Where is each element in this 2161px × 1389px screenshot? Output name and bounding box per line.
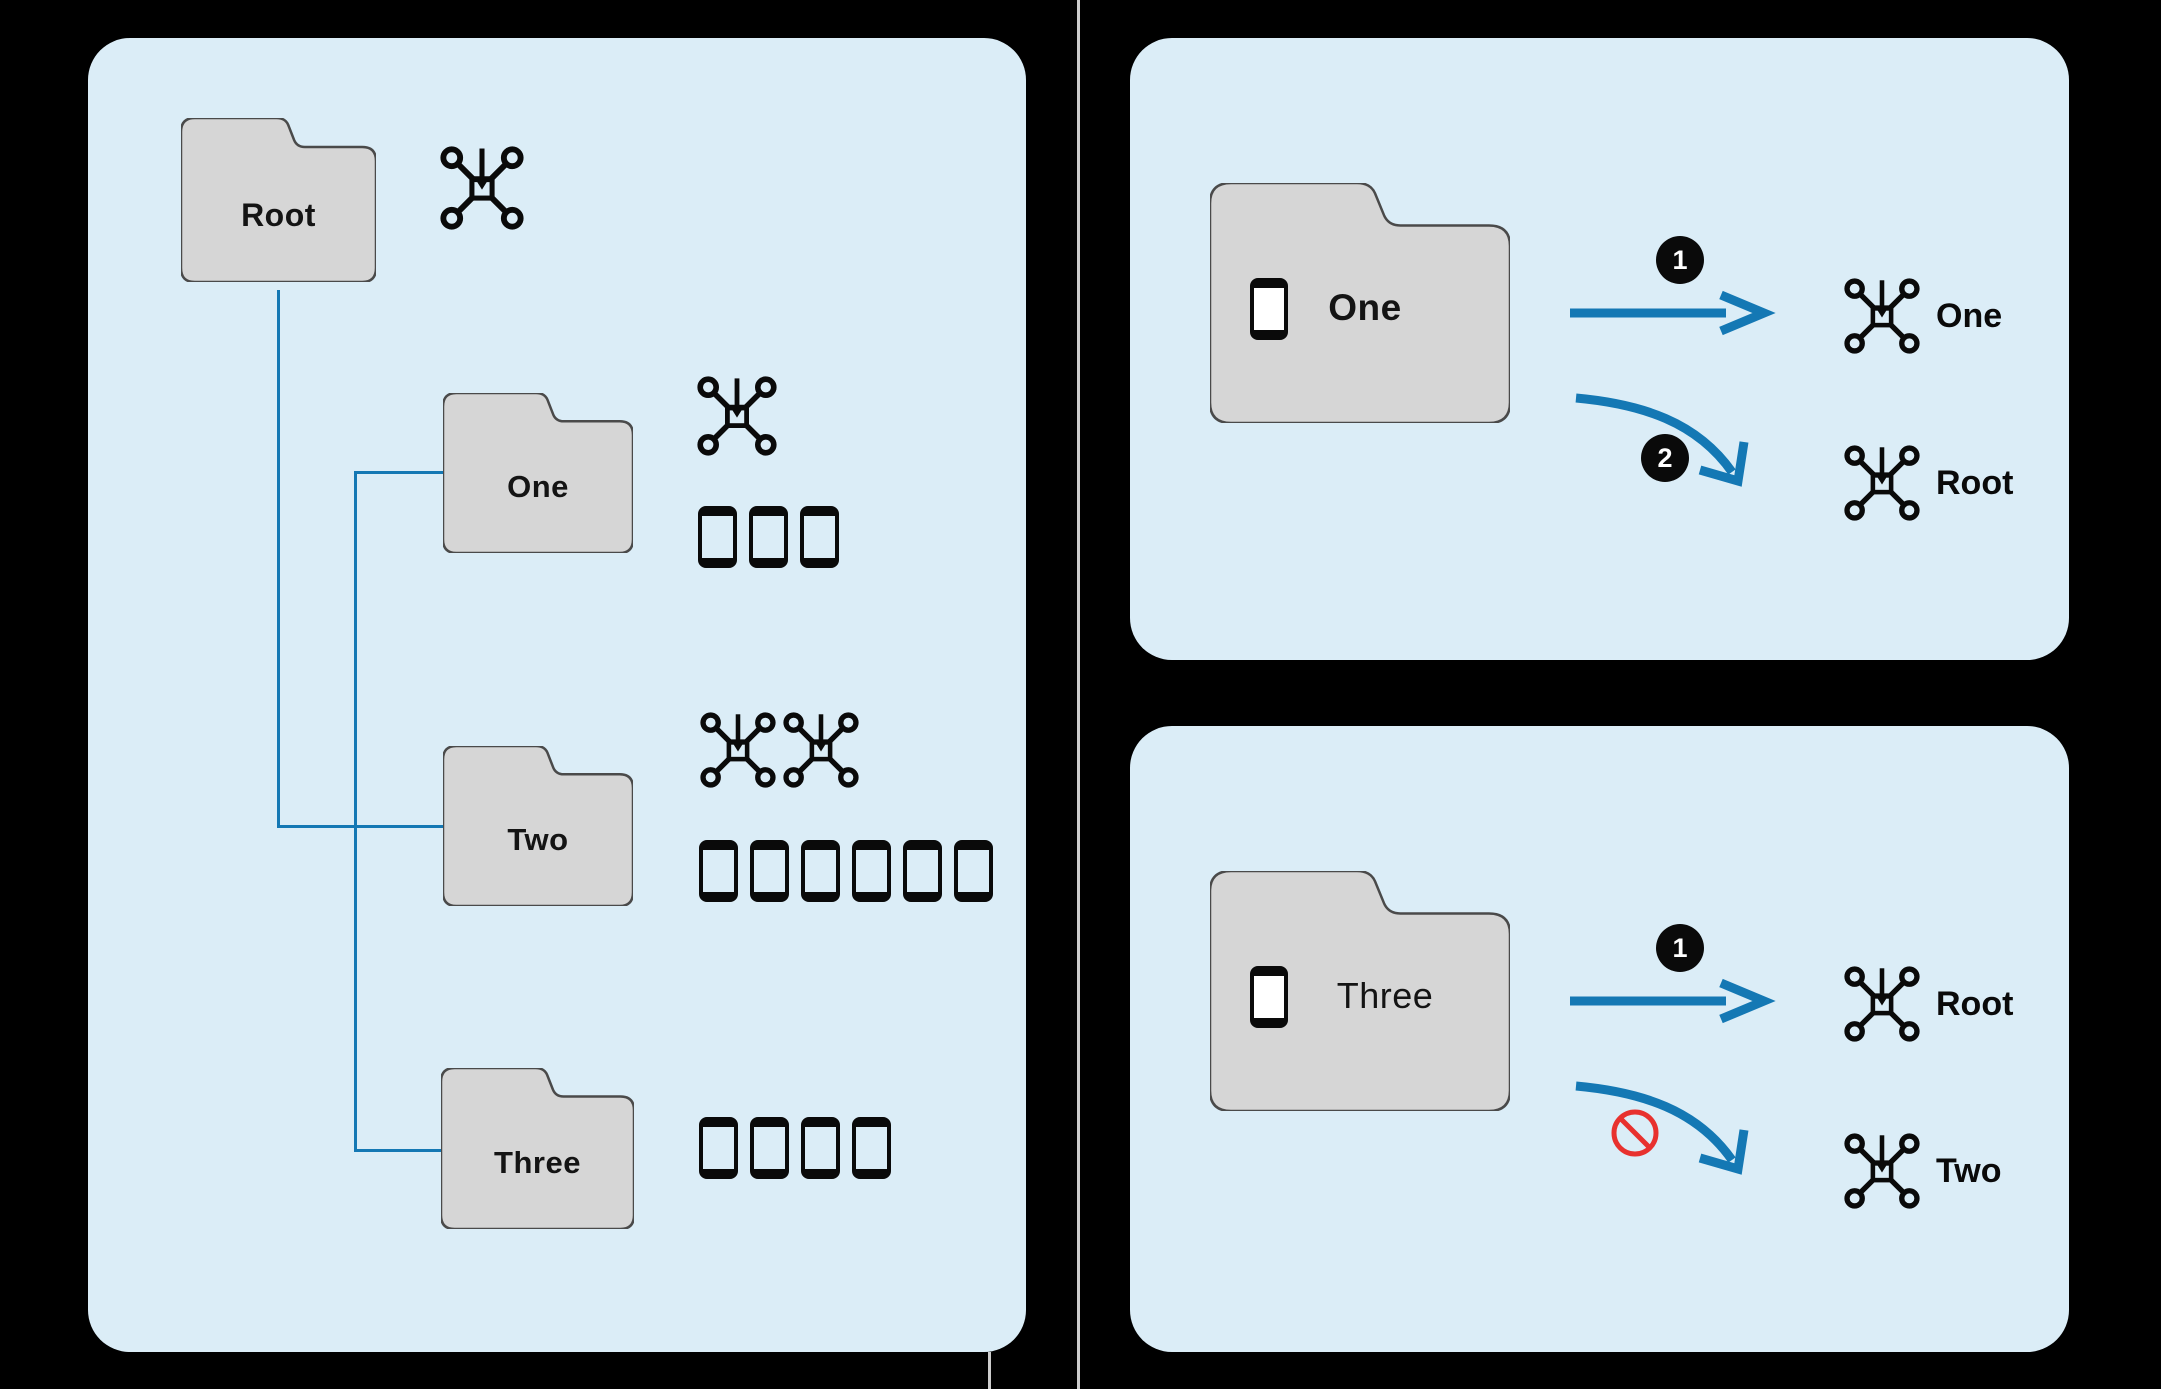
phone-icon	[750, 1117, 789, 1179]
folder-label: One	[1328, 287, 1402, 328]
step-1-badge: 1	[1656, 236, 1704, 284]
folder-three-phones	[699, 1117, 891, 1179]
folder-two-phones	[699, 840, 993, 902]
phone-icon	[749, 506, 788, 568]
folder-three-label: Three	[494, 1144, 581, 1180]
drone-icon	[700, 712, 776, 788]
drone-icon	[440, 146, 524, 230]
tree-line-branch-one	[354, 471, 443, 474]
folder-one-phones	[698, 506, 839, 568]
phone-icon	[698, 506, 737, 568]
drone-icon	[1844, 445, 1920, 521]
straight-arrow	[1570, 978, 1776, 1024]
folder-root: Root	[181, 118, 376, 282]
phone-icon	[852, 840, 891, 902]
tree-line-branch-three	[354, 1149, 443, 1152]
folder-three: Three	[441, 1068, 634, 1229]
bind-from-three-panel: Three 1 Root Two	[1130, 726, 2069, 1352]
drone-target-label: Root	[1936, 984, 2014, 1023]
folder-one-drones	[697, 376, 777, 456]
tree-line-branch-two	[277, 825, 443, 828]
step-number: 1	[1672, 244, 1688, 275]
phone-icon	[699, 1117, 738, 1179]
drone-icon	[697, 376, 777, 456]
drone-target-label: Two	[1936, 1151, 2002, 1190]
curved-arrow	[1575, 393, 1749, 487]
folder-two-label: Two	[507, 822, 569, 857]
hierarchy-panel: Root One Two Three	[88, 38, 1026, 1352]
folder-one: One	[443, 393, 633, 553]
folder-two-drones	[700, 712, 859, 788]
tree-line-root-vertical	[277, 290, 280, 828]
step-2-badge: 2	[1641, 434, 1689, 482]
phone-icon	[801, 1117, 840, 1179]
phone-icon	[1250, 278, 1288, 340]
prohibited-icon	[1611, 1109, 1659, 1157]
folder-one-label: One	[507, 469, 569, 504]
bottom-tick-line	[988, 1352, 991, 1389]
step-number: 2	[1657, 442, 1673, 473]
phone-icon	[750, 840, 789, 902]
drone-target-label: Root	[1936, 463, 2014, 502]
phone-icon	[1250, 966, 1288, 1028]
folder-two: Two	[443, 746, 633, 906]
phone-icon	[801, 840, 840, 902]
tree-line-sub-vertical	[354, 471, 357, 1152]
folder-label: Three	[1336, 975, 1434, 1016]
step-number: 1	[1672, 932, 1688, 963]
drone-target-label: One	[1936, 296, 2003, 335]
folder-one-with-phone: One	[1210, 183, 1510, 423]
curved-arrow	[1575, 1081, 1749, 1175]
drone-icon	[1844, 278, 1920, 354]
bind-from-one-panel: One 1 One 2 Root	[1130, 38, 2069, 660]
step-1-badge: 1	[1656, 924, 1704, 972]
drone-icon	[783, 712, 859, 788]
straight-arrow	[1570, 290, 1776, 336]
phone-icon	[852, 1117, 891, 1179]
drone-icon	[1844, 1133, 1920, 1209]
folder-root-label: Root	[241, 196, 316, 233]
phone-icon	[699, 840, 738, 902]
column-divider-line	[1077, 0, 1080, 1389]
folder-three-with-phone: Three	[1210, 871, 1510, 1111]
drone-icon	[1844, 966, 1920, 1042]
phone-icon	[800, 506, 839, 568]
phone-icon	[903, 840, 942, 902]
phone-icon	[954, 840, 993, 902]
